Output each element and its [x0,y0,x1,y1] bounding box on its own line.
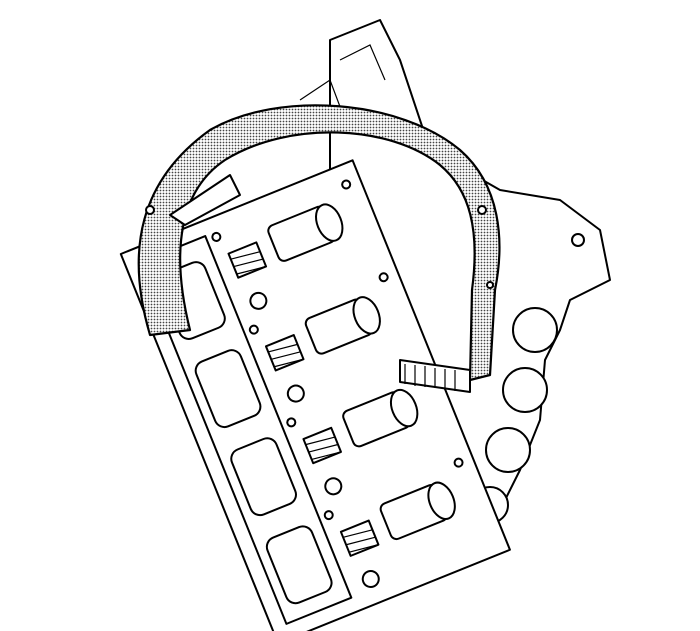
valve-spring-compressor-tool [137,104,501,393]
cylinder-head [119,159,511,631]
valve-springs [227,203,474,592]
